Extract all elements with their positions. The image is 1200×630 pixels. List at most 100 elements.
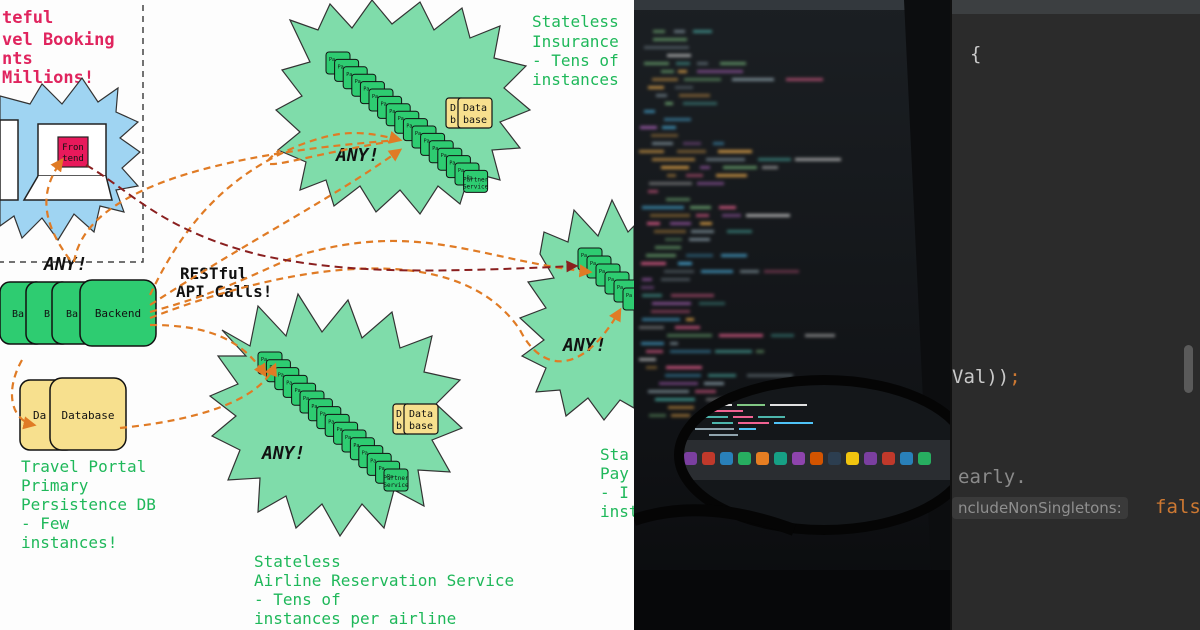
partner-service-card-partial: Pa: [387, 474, 393, 480]
blurred-code-segment: [653, 30, 665, 33]
blurred-code-segment: [684, 78, 721, 81]
blurred-code-segment: [661, 166, 689, 169]
blurred-code-segment: [671, 414, 690, 417]
backend-label: Backend: [95, 307, 141, 320]
insurance-mini-db-partial-2: b: [450, 115, 456, 126]
frontend-label-1: Fron: [62, 143, 84, 153]
partner-service-card-partial: Pa: [449, 161, 455, 167]
dock-app-icon: [864, 452, 877, 465]
arrow-backend-to-insurance: [149, 131, 403, 296]
partner-service-label: Service: [383, 482, 409, 489]
partner-service-card-partial: Pa: [353, 443, 359, 449]
blurred-code-segment: [716, 174, 747, 177]
arrow-backend-to-insurance-2: [149, 148, 403, 306]
dock-app-icon: [756, 452, 769, 465]
insurance-caption-2: Insurance: [532, 32, 619, 51]
dock-app-icon: [828, 452, 841, 465]
partner-service-card: [463, 169, 489, 193]
portal-db-caption-3: Persistence DB: [21, 495, 156, 514]
airline-caption-2: Airline Reservation Service: [254, 571, 514, 590]
blurred-code-segment: [646, 350, 663, 353]
blurred-code-segment: [642, 278, 652, 281]
blurred-code-segment: [805, 334, 835, 337]
dock-app-icon: [738, 452, 751, 465]
blurred-code-segment: [640, 126, 657, 129]
blurred-code-segment: [668, 406, 694, 409]
editor-tab-strip: [952, 0, 1200, 14]
airline-mini-db-label-2: base: [409, 421, 433, 432]
payment-caption-3: - I: [600, 483, 629, 502]
code-val-call: Val));: [952, 366, 1021, 388]
lens-code-segment: [697, 416, 728, 418]
blurred-code-segment: [664, 270, 694, 273]
blurred-code-segment: [665, 238, 682, 241]
blurred-code-segment: [641, 262, 666, 265]
partner-service-card-partial: Pa: [303, 396, 309, 402]
airline-partner-stack: PaPaPaPaPaPaPaPaPaPaPaPaPaPaPaPaPartnerS…: [257, 351, 409, 492]
blurred-code-segment: [701, 270, 733, 273]
portal-title-line-4: Millions!: [2, 68, 94, 88]
blurred-code-segment: [667, 54, 691, 57]
blurred-code-segment: [719, 206, 736, 209]
partner-service-card-partial: Pa: [398, 116, 404, 122]
portal-db-caption-1: Travel Portal: [21, 457, 146, 476]
blurred-code-segment: [786, 78, 823, 81]
partner-service-card-partial: Pa: [441, 153, 447, 159]
blurred-code-segment: [720, 62, 746, 65]
dock-app-icon: [846, 452, 859, 465]
blurred-code-segment: [655, 246, 681, 249]
blurred-code-segment: [708, 374, 736, 377]
blurred-code-segment: [666, 366, 702, 369]
blurred-code-segment: [647, 222, 660, 225]
partner-service-card-partial: Pa: [338, 64, 344, 70]
partner-service-label: Service: [463, 183, 489, 190]
blurred-code-segment: [670, 222, 691, 225]
blurred-code-segment: [690, 206, 711, 209]
blurred-code-segment: [652, 78, 678, 81]
portal-title-line-1: teful: [2, 8, 53, 28]
partner-service-card-partial: Pa: [432, 146, 438, 152]
blurred-code-segment: [675, 86, 693, 89]
blurred-code-segment: [662, 126, 676, 129]
lens-code-segment: [739, 428, 756, 430]
restful-label-1: RESTful: [180, 264, 247, 283]
param-name-hint: ncludeNonSingletons:: [952, 497, 1128, 519]
partner-service-card-partial: Pa: [608, 277, 614, 283]
frontend-label-2: tend: [62, 154, 84, 164]
blurred-code-segment: [665, 374, 701, 377]
arrow-backend-to-payment: [149, 239, 593, 314]
diagram-canvas: teful vel Booking nts Millions! Fron ten…: [0, 0, 634, 628]
blurred-code-segment: [676, 62, 690, 65]
blurred-code-segment: [771, 334, 794, 337]
eyeglasses-icon: [634, 375, 950, 536]
payment-service-cloud: [518, 198, 634, 421]
blurred-code-segment: [722, 214, 741, 217]
blurred-code-segment: [646, 254, 676, 257]
backend-stack: [0, 279, 157, 347]
blurred-code-segment: [697, 62, 708, 65]
airline-caption-3: - Tens of: [254, 590, 341, 609]
dock-app-icon: [792, 452, 805, 465]
blurred-code-segment: [651, 310, 690, 313]
blurred-code-segment: [715, 350, 752, 353]
blurred-code-segment: [740, 270, 759, 273]
airline-caption-4: instances per airline: [254, 609, 456, 628]
blurred-code-segment: [689, 238, 710, 241]
lens-code-segment: [709, 434, 738, 436]
partner-service-card-partial: Pa: [590, 261, 596, 267]
editor-scrollbar[interactable]: [1184, 345, 1193, 393]
dock-app-icon: [918, 452, 931, 465]
blurred-code-segment: [648, 86, 664, 89]
arrow-db-to-airline: [119, 362, 277, 430]
blurred-code-segment: [693, 30, 712, 33]
blurred-code-segment: [652, 142, 673, 145]
code-semicolon: ;: [1009, 366, 1021, 388]
portal-db-caption: Travel Portal Primary Persistence DB - F…: [21, 457, 156, 552]
dock-app-icon: [720, 452, 733, 465]
partner-service-card-partial: Pa: [261, 357, 267, 363]
partner-service-card-partial: Pa: [295, 388, 301, 394]
blurred-code-segment: [686, 318, 694, 321]
partner-service-card-partial: Pa: [328, 419, 334, 425]
airline-mini-db-partial-1: D: [396, 409, 402, 420]
partner-service-label: Partner: [383, 475, 409, 482]
